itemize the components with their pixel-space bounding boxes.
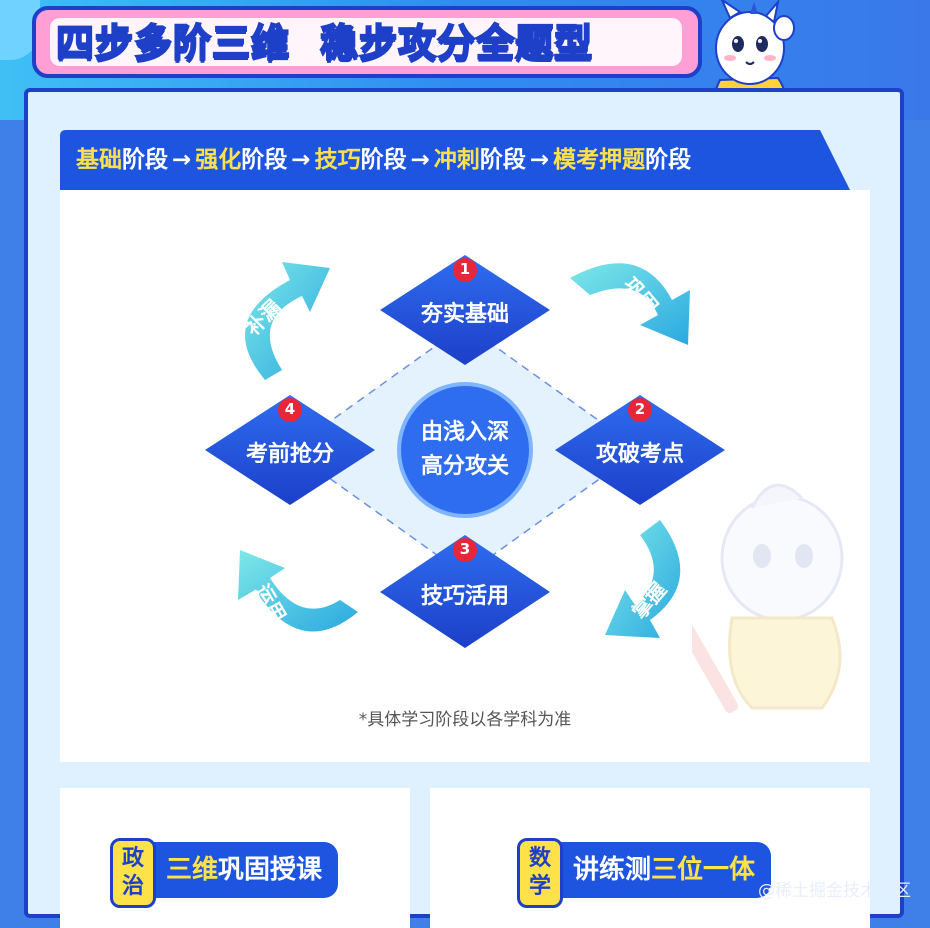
step-badge-2 xyxy=(628,398,652,422)
cycle-diagram xyxy=(205,255,725,648)
header-title: 四步多阶三维稳步攻分全题型 xyxy=(55,20,594,66)
step-number-2: 2 xyxy=(634,400,646,418)
watermark: @稀土掘金技术社区 xyxy=(758,881,911,901)
step-label-1: 夯实基础 xyxy=(420,302,509,327)
center-text: 由浅入深 高分攻关 xyxy=(420,420,509,479)
step-number-1: 1 xyxy=(459,260,471,278)
arrow-master xyxy=(605,520,681,638)
footnote: *具体学习阶段以各学科为准 xyxy=(358,710,572,730)
step-badge-4 xyxy=(278,398,302,422)
stage-sequence: 基础阶段→强化阶段→技巧阶段→冲刺阶段→模考押题阶段 xyxy=(76,147,692,173)
step-number-4: 4 xyxy=(284,400,296,418)
step-badge-3 xyxy=(453,538,477,562)
step-label-3: 技巧活用 xyxy=(420,584,509,609)
center-circle xyxy=(397,382,533,518)
step-label-4: 考前抢分 xyxy=(245,442,334,467)
step-diamond-1 xyxy=(380,255,550,365)
step-number-3: 3 xyxy=(459,540,471,558)
arrow-consolidate xyxy=(570,263,690,345)
arrow-apply xyxy=(238,550,358,632)
stage-bar: 基础阶段→强化阶段→技巧阶段→冲刺阶段→模考押题阶段 xyxy=(60,130,850,190)
step-badge-1 xyxy=(453,258,477,282)
mascot-watermark-icon xyxy=(692,483,844,713)
subject-math-tag: 数学 xyxy=(517,838,563,908)
step-diamond-3 xyxy=(380,535,550,648)
subject-politics-title: 三维巩固授课 xyxy=(146,842,339,898)
subject-politics-tag: 政治 xyxy=(110,838,156,908)
step-diamond-2 xyxy=(555,395,725,505)
header-banner: 四步多阶三维稳步攻分全题型 xyxy=(32,6,702,78)
arrow-fill-gaps xyxy=(245,262,330,380)
subject-math-title: 讲练测三位一体 xyxy=(553,842,772,898)
step-label-2: 攻破考点 xyxy=(595,442,684,467)
step-diamond-4 xyxy=(205,395,375,505)
